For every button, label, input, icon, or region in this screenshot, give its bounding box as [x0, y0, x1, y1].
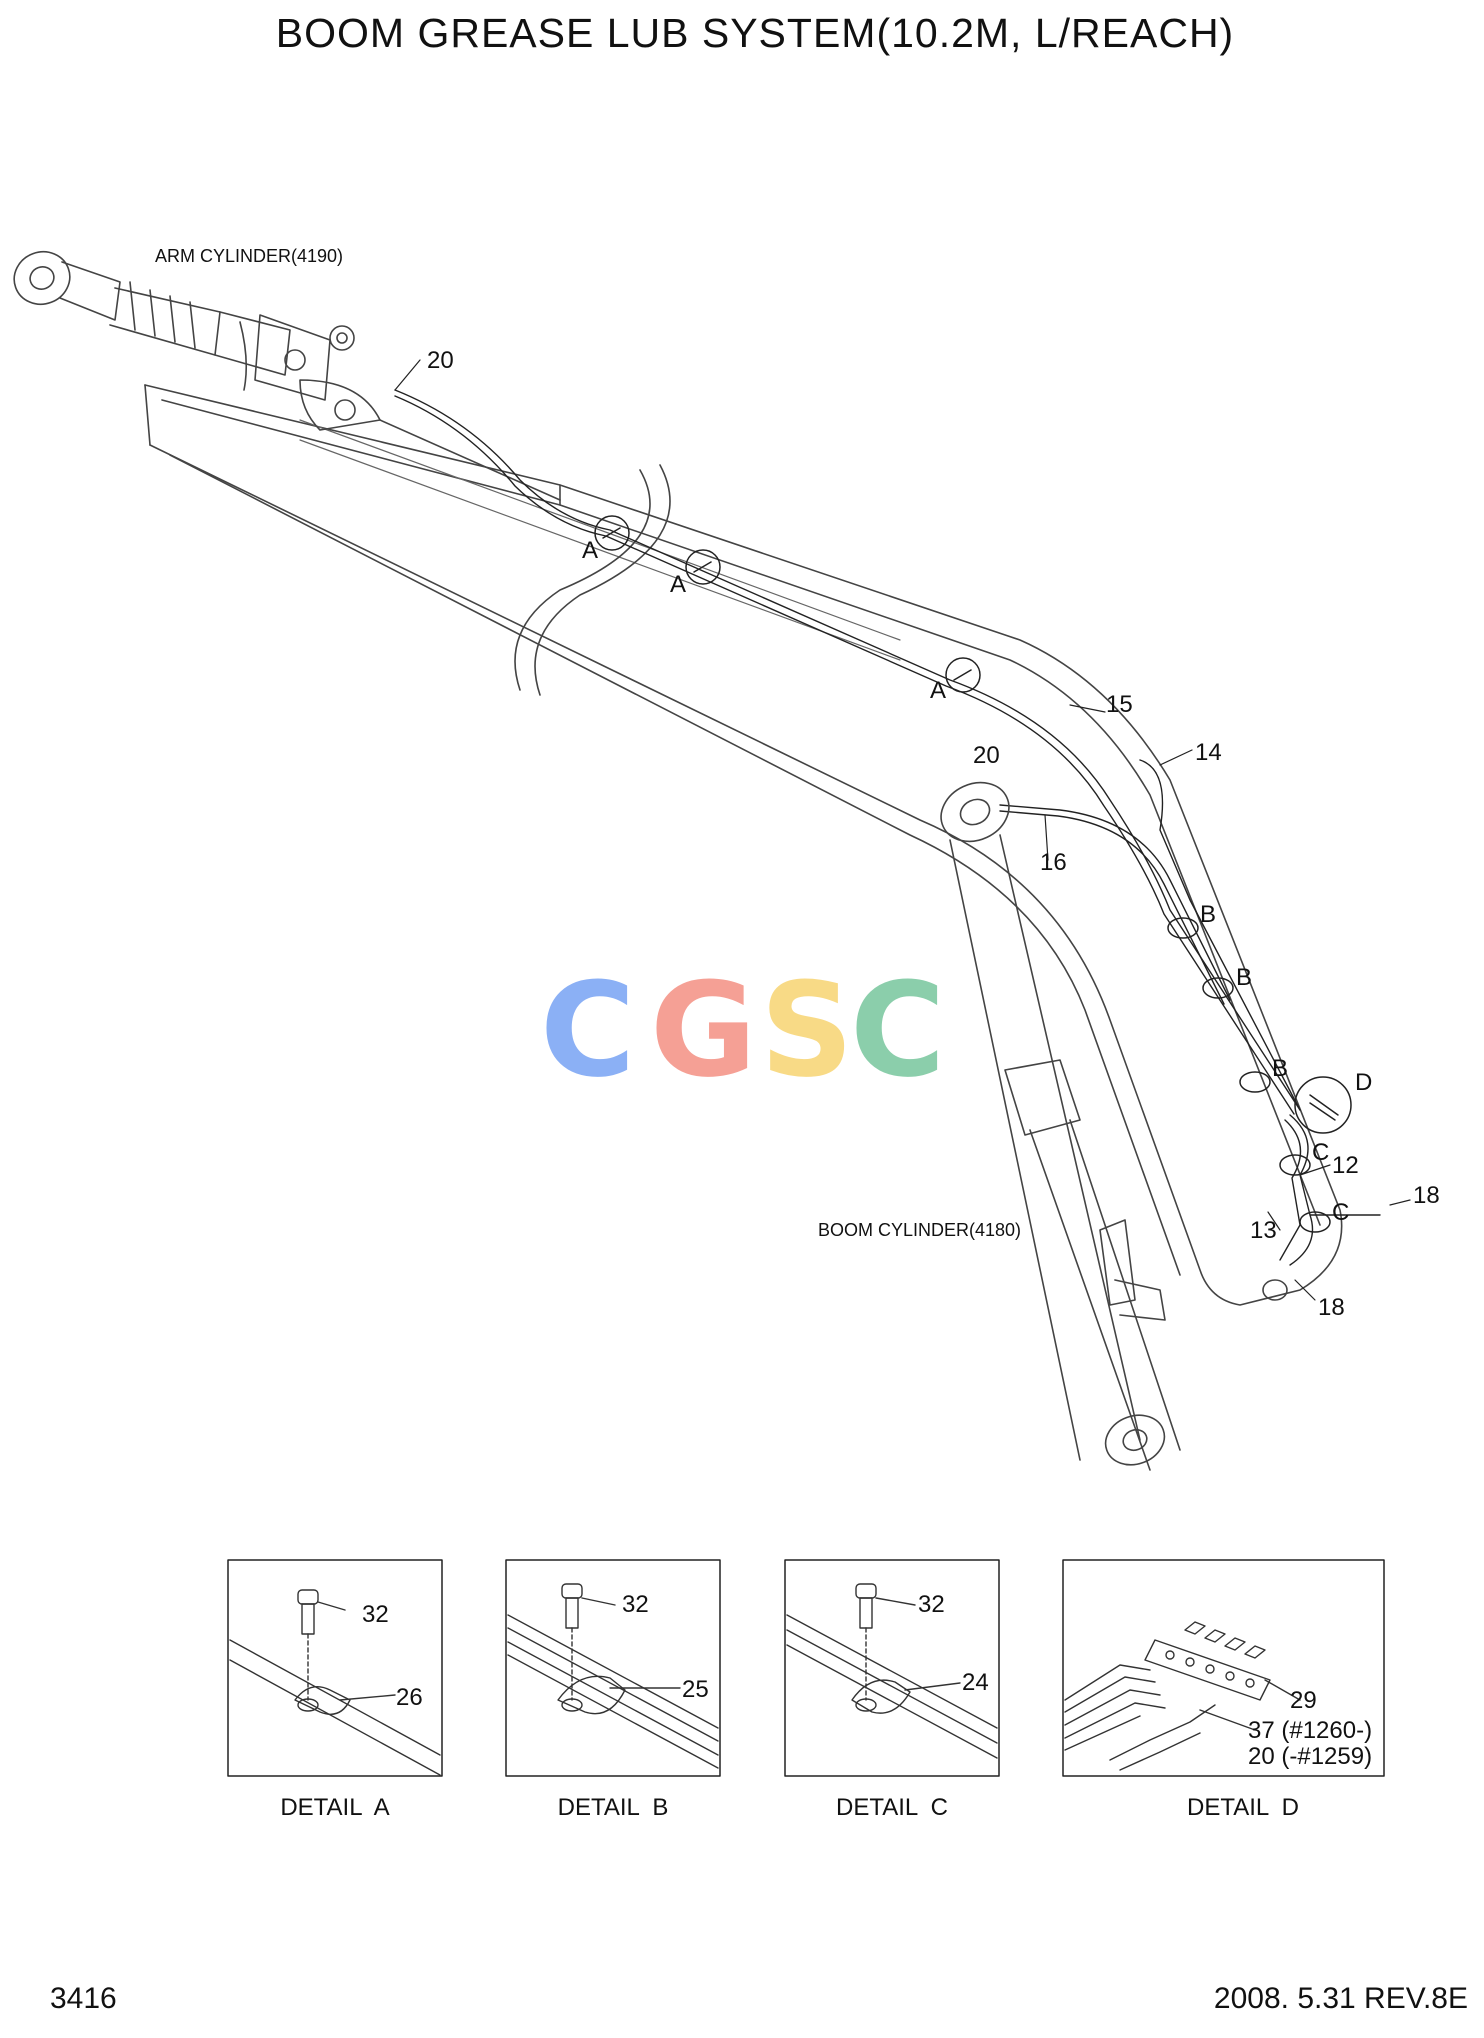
break-marks — [514, 464, 671, 696]
callout-20-mid: 20 — [973, 742, 1000, 769]
detail-b-drawing — [507, 1583, 719, 1769]
callout-12: 12 — [1332, 1152, 1359, 1179]
arm-cylinder-label: ARM CYLINDER(4190) — [155, 246, 343, 266]
page-number: 3416 — [50, 1982, 117, 2015]
label-b1: B — [1200, 901, 1216, 928]
page-title: BOOM GREASE LUB SYSTEM(10.2M, L/REACH) — [275, 10, 1235, 56]
label-c2: C — [1332, 1199, 1349, 1226]
watermark-letter: C — [850, 954, 945, 1106]
detail-d-part-a: 37 (#1260-) — [1248, 1717, 1372, 1744]
detail-boxes — [227, 1559, 1385, 1777]
detail-c-clamp: 24 — [962, 1669, 989, 1696]
grease-lines — [394, 389, 1381, 1266]
callout-18-bottom: 18 — [1318, 1294, 1345, 1321]
watermark-logo: C G S C — [540, 954, 945, 1106]
detail-b-caption: DETAIL B — [558, 1794, 669, 1821]
watermark-letter: S — [760, 954, 854, 1106]
boom-body — [144, 384, 1343, 1306]
detail-a-bolt: 32 — [362, 1601, 389, 1628]
revision-date: 2008. 5.31 REV.8E — [1213, 1982, 1468, 2015]
callout-labels: 20 15 14 20 16 12 13 18 18 A A A B B B C… — [427, 347, 1440, 1321]
callout-18-right: 18 — [1413, 1182, 1440, 1209]
boom-cylinder — [940, 781, 1288, 1471]
label-a2: A — [670, 571, 686, 598]
arm-cylinder — [13, 250, 561, 501]
label-a3: A — [930, 677, 946, 704]
callout-16: 16 — [1040, 849, 1067, 876]
detail-a-drawing — [229, 1589, 441, 1776]
detail-a-caption: DETAIL A — [280, 1794, 389, 1821]
callout-20-top: 20 — [427, 347, 454, 374]
clamp-markers — [594, 515, 1352, 1233]
label-b3: B — [1272, 1055, 1288, 1082]
label-c1: C — [1312, 1139, 1329, 1166]
leader-lines — [394, 359, 1411, 1301]
detail-d-caption: DETAIL D — [1187, 1794, 1299, 1821]
detail-c-caption: DETAIL C — [836, 1794, 948, 1821]
detail-d-fitting: 29 — [1290, 1687, 1317, 1714]
label-d: D — [1355, 1069, 1372, 1096]
callout-13: 13 — [1250, 1217, 1277, 1244]
detail-c-drawing — [786, 1583, 998, 1759]
callout-14: 14 — [1195, 739, 1222, 766]
watermark-letter: C — [540, 954, 635, 1106]
detail-c-bolt: 32 — [918, 1591, 945, 1618]
detail-b-bolt: 32 — [622, 1591, 649, 1618]
callout-15: 15 — [1106, 691, 1133, 718]
detail-d-drawing — [1064, 1621, 1301, 1771]
boom-cylinder-label: BOOM CYLINDER(4180) — [818, 1220, 1021, 1240]
label-b2: B — [1236, 964, 1252, 991]
detail-b-clamp: 25 — [682, 1676, 709, 1703]
label-a1: A — [582, 537, 598, 564]
watermark-letter: G — [650, 954, 757, 1106]
detail-a-clamp: 26 — [396, 1684, 423, 1711]
detail-d-part-b: 20 (-#1259) — [1248, 1743, 1372, 1770]
